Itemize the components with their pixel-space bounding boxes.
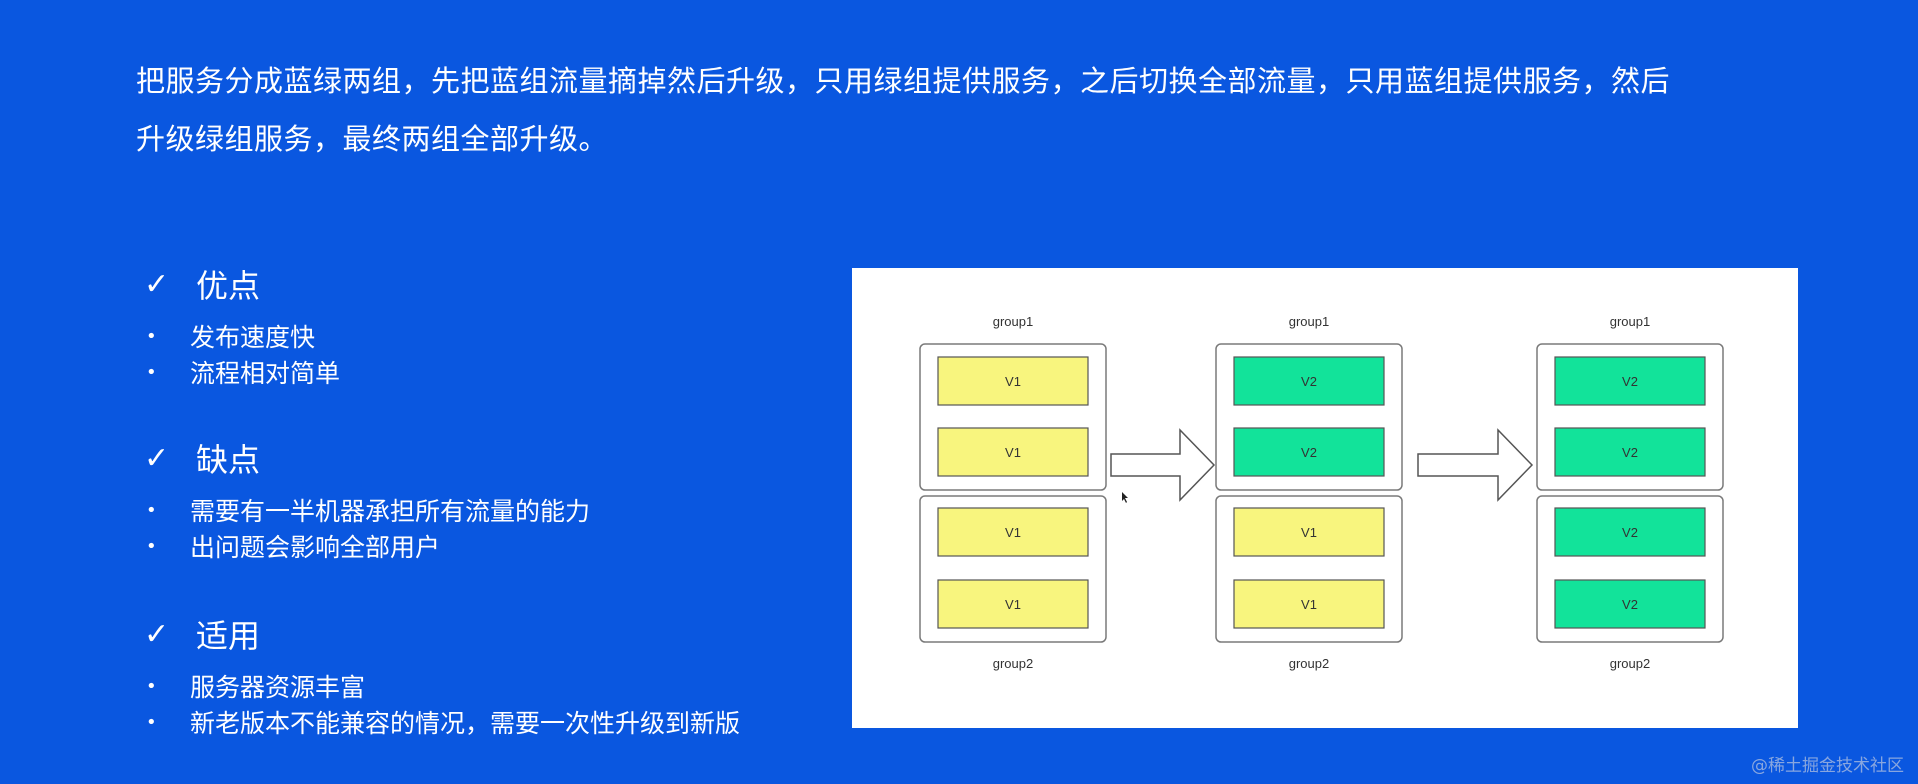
list-item: • 流程相对简单 <box>144 354 340 390</box>
group-label: group1 <box>1610 314 1650 329</box>
bullet-icon: • <box>146 675 157 697</box>
version-label: V2 <box>1301 445 1317 460</box>
version-box <box>937 356 1089 406</box>
list-item-text: 服务器资源丰富 <box>190 673 366 702</box>
check-icon: ✓ <box>144 616 170 652</box>
group-label: group2 <box>993 656 1033 671</box>
list-item: • 发布速度快 <box>144 318 340 354</box>
version-label: V1 <box>1005 374 1021 389</box>
bullet-icon: • <box>146 711 157 733</box>
list-item-text: 需要有一半机器承担所有流量的能力 <box>190 497 591 526</box>
arrow-icon <box>1110 428 1216 502</box>
section-fit-title: 适用 <box>196 617 261 655</box>
list-item-text: 新老版本不能兼容的情况，需要一次性升级到新版 <box>190 709 741 738</box>
version-label: V2 <box>1301 374 1317 389</box>
section-cons: ✓ 缺点 • 需要有一半机器承担所有流量的能力 • 出问题会影响全部用户 <box>144 436 590 564</box>
cursor-icon <box>1122 492 1128 503</box>
version-box <box>1554 427 1706 477</box>
version-box <box>1554 579 1706 629</box>
bullet-icon: • <box>146 325 157 347</box>
intro-text: 把服务分成蓝绿两组，先把蓝组流量摘掉然后升级，只用绿组提供服务，之后切换全部流量… <box>136 64 1671 156</box>
version-label: V2 <box>1622 445 1638 460</box>
bullet-icon: • <box>146 361 157 383</box>
version-box <box>1233 427 1385 477</box>
list-item: • 出问题会影响全部用户 <box>144 528 590 564</box>
version-label: V2 <box>1622 374 1638 389</box>
section-cons-title: 缺点 <box>196 441 261 479</box>
section-fit-list: • 服务器资源丰富 • 新老版本不能兼容的情况，需要一次性升级到新版 <box>144 668 740 740</box>
group-label: group1 <box>993 314 1033 329</box>
version-label: V1 <box>1301 597 1317 612</box>
group-label: group2 <box>1289 656 1329 671</box>
list-item: • 需要有一半机器承担所有流量的能力 <box>144 492 590 528</box>
list-item: • 新老版本不能兼容的情况，需要一次性升级到新版 <box>144 704 740 740</box>
check-icon: ✓ <box>144 266 170 302</box>
group-label: group1 <box>1289 314 1329 329</box>
section-pros: ✓ 优点 • 发布速度快 • 流程相对简单 <box>144 262 340 390</box>
version-box <box>1233 356 1385 406</box>
arrow-icon <box>1417 428 1534 502</box>
section-pros-title: 优点 <box>196 267 261 305</box>
bullet-icon: • <box>146 499 157 521</box>
section-pros-list: • 发布速度快 • 流程相对简单 <box>144 318 340 390</box>
version-box <box>937 427 1089 477</box>
bullet-icon: • <box>146 535 157 557</box>
list-item-text: 出问题会影响全部用户 <box>190 533 441 562</box>
section-cons-heading: ✓ 缺点 <box>144 436 590 480</box>
version-label: V2 <box>1622 597 1638 612</box>
version-box <box>1554 507 1706 557</box>
list-item: • 服务器资源丰富 <box>144 668 740 704</box>
version-box <box>1554 356 1706 406</box>
check-icon: ✓ <box>144 440 170 476</box>
watermark: @稀土掘金技术社区 <box>1751 756 1904 776</box>
section-fit-heading: ✓ 适用 <box>144 612 740 656</box>
version-label: V1 <box>1005 445 1021 460</box>
section-fit: ✓ 适用 • 服务器资源丰富 • 新老版本不能兼容的情况，需要一次性升级到新版 <box>144 612 740 740</box>
list-item-text: 发布速度快 <box>190 323 316 352</box>
version-label: V1 <box>1301 525 1317 540</box>
version-box <box>937 579 1089 629</box>
section-cons-list: • 需要有一半机器承担所有流量的能力 • 出问题会影响全部用户 <box>144 492 590 564</box>
section-pros-heading: ✓ 优点 <box>144 262 340 306</box>
version-label: V2 <box>1622 525 1638 540</box>
version-box <box>1233 579 1385 629</box>
list-item-text: 流程相对简单 <box>190 359 341 388</box>
version-label: V1 <box>1005 597 1021 612</box>
group-label: group2 <box>1610 656 1650 671</box>
diagram-canvas: group1V1V1V1V1group2group1V2V2V1V1group2… <box>919 314 1724 671</box>
version-box <box>1233 507 1385 557</box>
version-label: V1 <box>1005 525 1021 540</box>
version-box <box>937 507 1089 557</box>
